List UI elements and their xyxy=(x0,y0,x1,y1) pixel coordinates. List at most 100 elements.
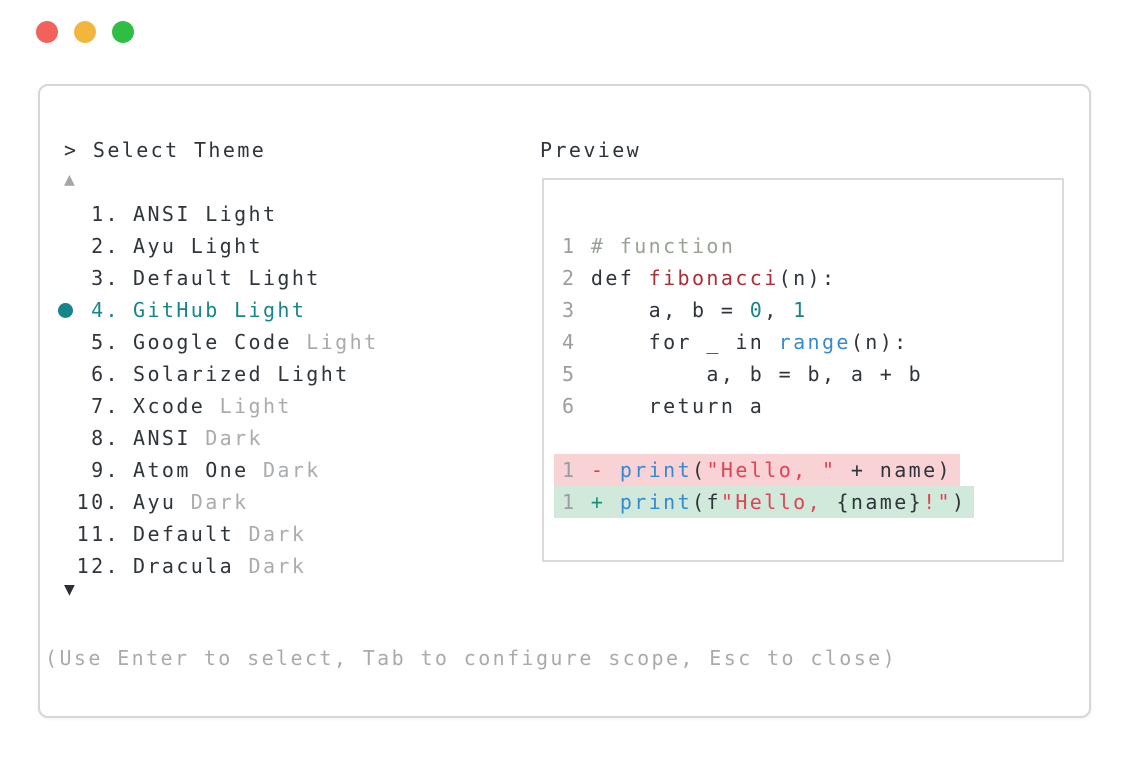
theme-number: 8. xyxy=(91,426,120,450)
theme-number: 10. xyxy=(76,490,120,514)
theme-option[interactable]: 3. Default Light xyxy=(54,262,379,294)
theme-number: 9. xyxy=(91,458,120,482)
line-number: 5 xyxy=(562,362,577,386)
prompt-space xyxy=(78,138,92,162)
theme-name-muted: Dark xyxy=(234,522,307,546)
code-line: 3 a, b = 0, 1 xyxy=(544,294,1062,326)
theme-number: 7. xyxy=(91,394,120,418)
theme-number: 1. xyxy=(91,202,120,226)
line-number: 4 xyxy=(562,330,577,354)
line-number: 3 xyxy=(562,298,577,322)
theme-name: Default Light xyxy=(133,266,321,290)
theme-option[interactable]: 8. ANSI Dark xyxy=(54,422,379,454)
theme-name: ANSI xyxy=(133,426,191,450)
theme-name: Xcode xyxy=(133,394,206,418)
theme-name-muted: Dark xyxy=(176,490,249,514)
selected-dot-icon xyxy=(57,302,73,318)
theme-option[interactable]: 5. Google Code Light xyxy=(54,326,379,358)
code-token: , xyxy=(764,298,794,322)
code-token: "Hello, " xyxy=(706,458,837,482)
preview-pane-title: Preview xyxy=(540,138,642,162)
theme-number: 12. xyxy=(76,554,120,578)
line-number: 2 xyxy=(562,266,577,290)
theme-name: Atom One xyxy=(133,458,249,482)
code-token: 1 xyxy=(793,298,808,322)
theme-number: 6. xyxy=(91,362,120,386)
code-line: 4 for _ in range(n): xyxy=(544,326,1062,358)
theme-name: Google Code xyxy=(133,330,292,354)
minimize-button[interactable] xyxy=(74,21,96,43)
theme-name: Default xyxy=(133,522,235,546)
theme-option[interactable]: 11. Default Dark xyxy=(54,518,379,550)
code-token: a, b = b, a + b xyxy=(590,362,924,386)
theme-option[interactable]: 2. Ayu Light xyxy=(54,230,379,262)
code-token: return a xyxy=(590,394,765,418)
window-controls xyxy=(36,21,134,43)
code-line: 6 return a xyxy=(544,390,1062,422)
code-token: "Hello, xyxy=(720,490,837,514)
line-number: 1 xyxy=(562,234,577,258)
theme-number: 4. xyxy=(91,298,120,322)
diff-line-removed: 1 - print("Hello, " + name) xyxy=(544,454,1062,486)
line-number: 1 xyxy=(562,490,577,514)
theme-option[interactable]: 9. Atom One Dark xyxy=(54,454,379,486)
code-token: for _ in xyxy=(590,330,779,354)
diff-minus-icon: - xyxy=(590,458,606,482)
theme-list: 1. ANSI Light 2. Ayu Light 3. Default Light 4.… xyxy=(54,198,379,582)
code-token: 0 xyxy=(749,298,765,322)
code-token: ) xyxy=(952,490,967,514)
diff-highlight: 1 - print("Hello, " + name) xyxy=(554,454,960,486)
theme-number: 5. xyxy=(91,330,120,354)
theme-name: GitHub Light xyxy=(133,298,307,322)
diff-line-added: 1 + print(f"Hello, {name}!") xyxy=(544,486,1062,518)
theme-name: Ayu Light xyxy=(133,234,263,258)
scroll-down-icon[interactable]: ▼ xyxy=(64,579,75,600)
theme-number: 11. xyxy=(76,522,120,546)
prompt-caret-icon: > xyxy=(64,138,79,162)
theme-name: Solarized Light xyxy=(133,362,350,386)
line-number: 1 xyxy=(562,458,577,482)
theme-picker-dialog: > Select Theme Preview ▲ 1. ANSI Light 2. A… xyxy=(38,84,1091,718)
theme-name-muted: Light xyxy=(205,394,292,418)
theme-number: 3. xyxy=(91,266,120,290)
theme-name-muted: Dark xyxy=(248,458,321,482)
code-token: fibonacci xyxy=(648,266,779,290)
theme-option[interactable]: 12.Dracula Dark xyxy=(54,550,379,582)
code-line: 2 def fibonacci(n): xyxy=(544,262,1062,294)
code-token: ( xyxy=(692,458,707,482)
theme-option[interactable]: 4. GitHub Light xyxy=(54,294,379,326)
theme-number: 2. xyxy=(91,234,120,258)
code-token: print xyxy=(619,458,693,482)
code-token: a, b = xyxy=(590,298,750,322)
theme-name-muted: Dark xyxy=(190,426,263,450)
dialog-header: > Select Theme xyxy=(64,134,266,166)
code-line: 5 a, b = b, a + b xyxy=(544,358,1062,390)
theme-name-muted: Dark xyxy=(234,554,307,578)
code-token: (n): xyxy=(850,330,909,354)
theme-option[interactable]: 10. Ayu Dark xyxy=(54,486,379,518)
code-token: range xyxy=(778,330,851,354)
code-token: {name} xyxy=(836,490,924,514)
code-token: !" xyxy=(923,490,952,514)
diff-plus-icon: + xyxy=(590,490,606,514)
theme-name: ANSI Light xyxy=(133,202,278,226)
close-button[interactable] xyxy=(36,21,58,43)
dialog-title: Select Theme xyxy=(92,138,267,162)
maximize-button[interactable] xyxy=(112,21,134,43)
scroll-up-icon[interactable]: ▲ xyxy=(64,169,75,190)
theme-name-muted: Light xyxy=(291,330,379,354)
blank-line xyxy=(544,422,1062,454)
theme-option[interactable]: 6. Solarized Light xyxy=(54,358,379,390)
code-token: (n): xyxy=(778,266,837,290)
help-text: (Use Enter to select, Tab to configure s… xyxy=(45,646,898,670)
code-line: 1 # function xyxy=(544,230,1062,262)
theme-name: Ayu xyxy=(133,490,177,514)
line-number: 6 xyxy=(562,394,577,418)
code-token: (f xyxy=(692,490,721,514)
theme-option[interactable]: 7. Xcode Light xyxy=(54,390,379,422)
code-token: # function xyxy=(590,234,736,258)
diff-highlight: 1 + print(f"Hello, {name}!") xyxy=(554,486,975,518)
theme-option[interactable]: 1. ANSI Light xyxy=(54,198,379,230)
